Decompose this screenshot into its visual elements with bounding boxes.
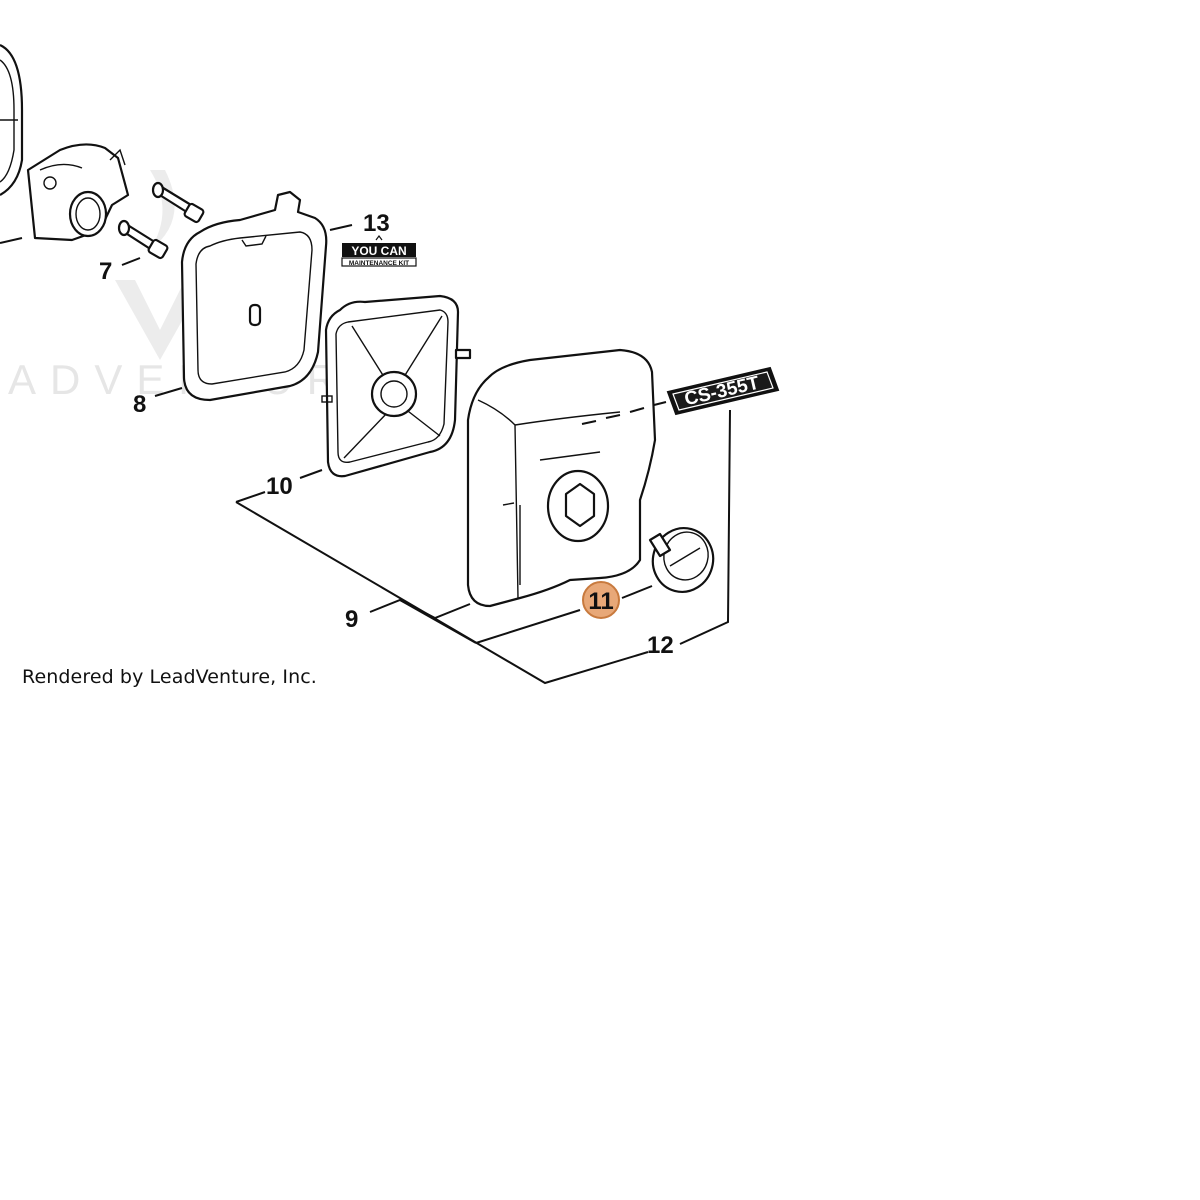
model-label-badge: CS-355T: [666, 366, 780, 416]
callout-8: 8: [133, 391, 146, 418]
part-cover-9: [466, 348, 657, 608]
kit-badge-top-text: YOU CAN: [351, 244, 406, 258]
callout-7: 7: [99, 258, 112, 285]
part-adapter-bracket: [26, 143, 130, 242]
callout-12: 12: [647, 632, 674, 659]
part-bolt-lower: [117, 219, 169, 260]
part-gasket-8: [180, 190, 328, 402]
kit-badge-bottom-text: MAINTENANCE KIT: [349, 260, 409, 267]
callout-11: 11: [588, 588, 613, 615]
callout-11-highlight[interactable]: 11: [582, 581, 620, 619]
part-air-filter-10: [321, 294, 472, 478]
callout-9: 9: [345, 606, 358, 633]
part-bolt-upper: [151, 181, 205, 224]
callout-10: 10: [266, 473, 293, 500]
maintenance-kit-badge: YOU CAN MAINTENANCE KIT: [341, 235, 417, 267]
callout-13: 13: [363, 210, 390, 237]
part-knob-12: [648, 527, 715, 593]
render-credit: Rendered by LeadVenture, Inc.: [22, 666, 317, 688]
part-left-housing: [0, 43, 24, 196]
leader-lines: [0, 224, 731, 685]
